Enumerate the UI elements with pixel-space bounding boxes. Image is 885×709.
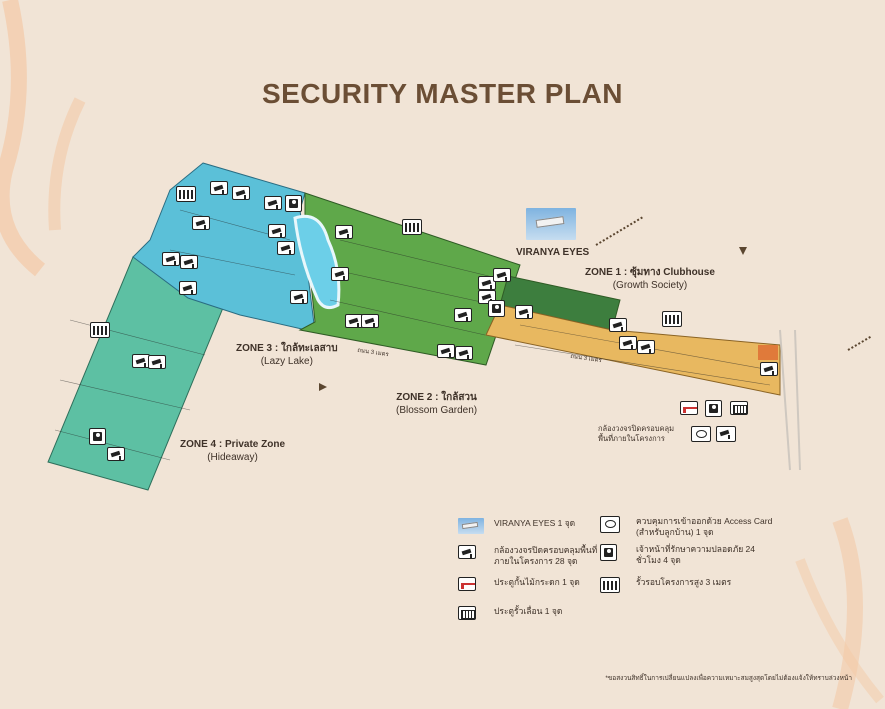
zone-2-label: ZONE 2 : ใกล้สวน(Blossom Garden) <box>396 392 478 416</box>
cctv-camera-icon <box>455 346 473 360</box>
fence-icon <box>176 186 196 202</box>
security-guard-icon <box>705 400 722 417</box>
legend-text: กล้องวงจรปิดครอบคลุมพื้นที่ภายในโครงการ … <box>494 545 598 566</box>
inset-caption: กล้องวงจรปิดครอบคลุมพื้นที่ภายในโครงการ <box>598 424 675 443</box>
barrier-gate-icon <box>680 401 698 415</box>
fence-icon <box>90 322 110 338</box>
page-title: SECURITY MASTER PLAN <box>261 78 624 109</box>
cctv-camera-icon <box>458 545 476 559</box>
cctv-camera-icon <box>619 336 637 350</box>
viranya-eyes-icon <box>526 208 576 240</box>
arrow-marker <box>319 383 327 391</box>
cctv-camera-icon <box>268 224 286 238</box>
arrow-marker <box>739 247 747 255</box>
cctv-camera-icon <box>192 216 210 230</box>
cctv-camera-icon <box>179 281 197 295</box>
legend-text: รั้วรอบโครงการสูง 3 เมตร <box>636 577 732 587</box>
cctv-camera-icon <box>454 308 472 322</box>
fence-icon <box>662 311 682 327</box>
security-guard-icon <box>600 544 617 561</box>
cctv-camera-icon <box>493 268 511 282</box>
lake <box>293 214 341 310</box>
cctv-camera-icon <box>162 252 180 266</box>
fence-icon <box>600 577 620 593</box>
cctv-camera-icon <box>361 314 379 328</box>
cctv-camera-icon <box>716 426 736 442</box>
security-guard-icon <box>89 428 106 445</box>
sliding-gate-icon <box>458 606 476 620</box>
cctv-camera-icon <box>760 362 778 376</box>
security-guard-icon <box>488 300 505 317</box>
cctv-camera-icon <box>637 340 655 354</box>
cctv-camera-icon <box>290 290 308 304</box>
cctv-camera-icon <box>180 255 198 269</box>
legend-text: ประตูรั้วเลื่อน 1 จุด <box>494 606 563 616</box>
barrier-gate-icon <box>458 577 476 591</box>
cctv-camera-icon <box>609 318 627 332</box>
cctv-camera-icon <box>437 344 455 358</box>
legend-text: VIRANYA EYES 1 จุด <box>494 518 576 528</box>
access-card-icon <box>691 426 711 442</box>
cctv-camera-icon <box>210 181 228 195</box>
fence-icon <box>402 219 422 235</box>
zone-1-area <box>485 304 781 396</box>
cctv-camera-icon <box>335 225 353 239</box>
zone-1-label: ZONE 1 : ซุ้มทาง Clubhouse(Growth Societ… <box>585 267 715 291</box>
viranya-eyes-icon <box>458 518 484 534</box>
cctv-camera-icon <box>107 447 125 461</box>
cctv-camera-icon <box>515 305 533 319</box>
zone-3-label: ZONE 3 : ใกล้ทะเลสาบ(Lazy Lake) <box>236 343 338 367</box>
access-card-icon <box>600 516 620 533</box>
security-guard-icon <box>285 195 302 212</box>
legend-text: เจ้าหน้าที่รักษาความปลอดภัย 24 ชั่วโมง 4… <box>636 544 755 565</box>
cctv-camera-icon <box>331 267 349 281</box>
footnote: *ขอสงวนสิทธิ์ในการเปลี่ยนแปลงเพื่อความเห… <box>605 675 852 682</box>
cctv-camera-icon <box>264 196 282 210</box>
cctv-camera-icon <box>232 186 250 200</box>
legend-text: ควบคุมการเข้าออกด้วย Access Card (สำหรับ… <box>636 516 773 537</box>
sliding-gate-icon <box>730 401 748 415</box>
cctv-camera-icon <box>148 355 166 369</box>
cctv-camera-icon <box>277 241 295 255</box>
zone-4-label: ZONE 4 : Private Zone(Hideaway) <box>180 439 286 463</box>
legend-text: ประตูกั้นไม้กระดก 1 จุด <box>494 577 580 587</box>
viranya-eyes-label: VIRANYA EYES <box>516 247 590 258</box>
